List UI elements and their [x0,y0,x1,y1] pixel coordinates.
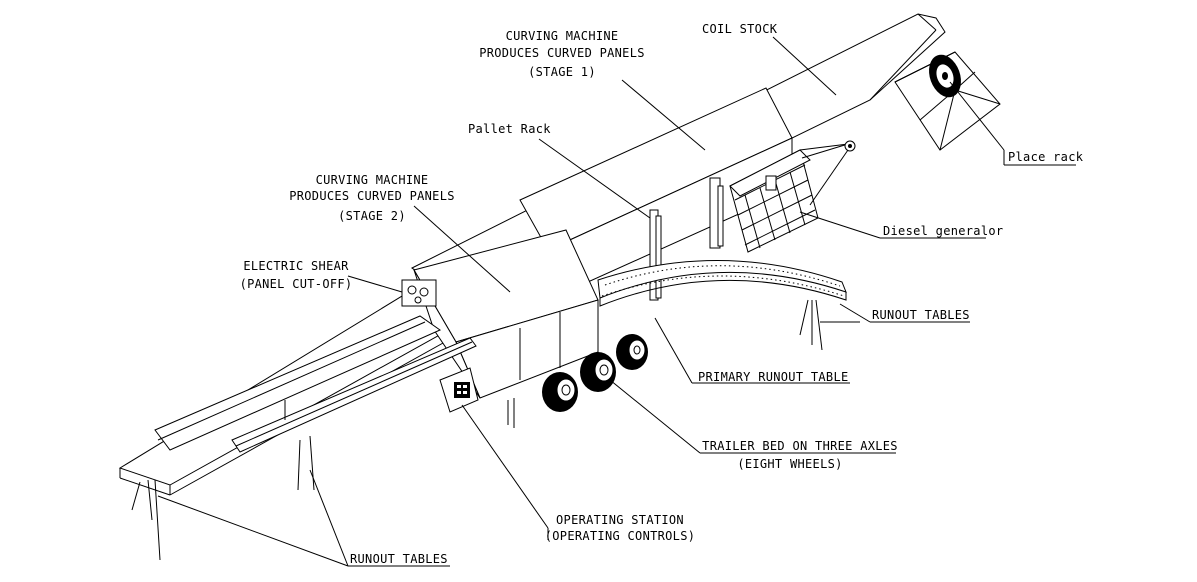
label-stage2-line1: CURVING MACHINE [316,173,429,187]
label-stage1-line3: (STAGE 1) [528,65,596,79]
label-trailer-line1: TRAILER BED ON THREE AXLES [702,439,898,453]
label-place-rack: Place rack [1008,150,1084,164]
label-pallet-rack: Pallet Rack [468,122,551,136]
crane-arm [799,140,856,206]
pallet-rack [649,177,724,301]
label-trailer-line2: (EIGHT WHEELS) [737,457,842,471]
label-stage1-line1: CURVING MACHINE [506,29,619,43]
diesel-generator [729,149,819,253]
label-shear-line2: (PANEL CUT-OFF) [240,277,353,291]
label-coil-stock: COIL STOCK [702,22,778,36]
coil-stock [929,54,961,98]
label-diesel-generator: Diesel generalor [883,224,1003,238]
label-stage1-line2: PRODUCES CURVED PANELS [479,46,645,60]
label-stage2-line2: PRODUCES CURVED PANELS [289,189,455,203]
label-stage2-line3: (STAGE 2) [338,209,406,223]
label-runout-tables-right: RUNOUT TABLES [872,308,970,322]
runout-tables-left [131,315,477,561]
runout-table-legs-right [799,299,823,351]
electric-shear [401,279,437,307]
curving-machine-stage2 [413,229,599,399]
trailer-wheels [542,334,648,412]
label-runout-tables-bottom: RUNOUT TABLES [350,552,448,566]
label-operating-line2: (OPERATING CONTROLS) [545,529,696,543]
leader-lines [157,36,1076,567]
label-shear-line1: ELECTRIC SHEAR [243,259,349,273]
label-primary-runout-table: PRIMARY RUNOUT TABLE [698,370,849,384]
operating-station [439,367,515,428]
label-operating-line1: OPERATING STATION [556,513,684,527]
primary-runout-table [597,260,847,307]
